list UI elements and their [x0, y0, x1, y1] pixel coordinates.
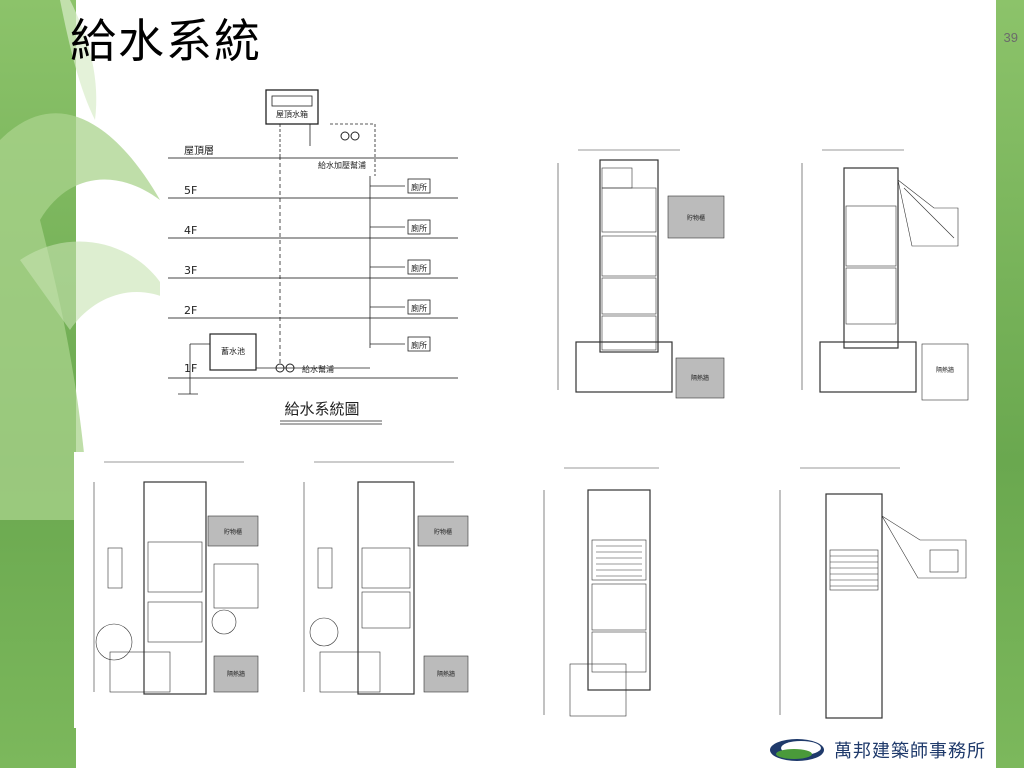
floor-label-4f: 4F [184, 224, 197, 237]
company-name: 萬邦建築師事務所 [834, 741, 986, 762]
floor-plan-bottom-right [770, 460, 970, 722]
toilet-label-2f: 廁所 [411, 303, 427, 313]
floor-plan-top-middle: 貯物櫃 隔熱牆 [540, 128, 730, 404]
plan1-tag-wall: 隔熱牆 [691, 374, 709, 382]
plan3-tag-wall: 隔熱牆 [227, 670, 245, 678]
diagram-caption: 給水系統圖 [284, 400, 359, 418]
toilet-label-5f: 廁所 [411, 182, 427, 192]
supply-pump-label: 給水幫浦 [302, 364, 334, 374]
storage-tank-label: 蓄水池 [221, 346, 245, 356]
logo-mark-icon [770, 739, 824, 761]
right-decorative-band [996, 0, 1024, 768]
floor-label-3f: 3F [184, 264, 197, 277]
plan4-tag-storage: 貯物櫃 [434, 528, 452, 536]
water-supply-riser-diagram: 屋頂水箱 給水加壓幫浦 屋頂層 5F 4F 3F 2F 1F 廁所 廁所 廁所 … [160, 86, 460, 431]
plan4-tag-wall: 隔熱牆 [437, 670, 455, 678]
plan3-tag-storage: 貯物櫃 [224, 528, 242, 536]
floor-label-roof: 屋頂層 [184, 145, 214, 157]
floor-plan-top-right: 隔熱牆 [784, 128, 974, 404]
page-number: 39 [1003, 30, 1018, 45]
toilet-label-1f: 廁所 [411, 340, 427, 350]
toilet-label-3f: 廁所 [411, 263, 427, 273]
roof-tank-box [265, 89, 319, 125]
booster-pump-label: 給水加壓幫浦 [318, 160, 366, 170]
floor-plan-bottom-third [534, 460, 668, 722]
roof-tank-label: 屋頂水箱 [276, 109, 308, 119]
floor-plan-bottom-second: 貯物櫃 隔熱牆 [284, 452, 474, 728]
floor-label-2f: 2F [184, 304, 197, 317]
slide-title: 給水系統 [70, 14, 262, 68]
decorative-swoosh [0, 0, 170, 520]
storage-tank-box [209, 333, 257, 371]
floor-plan-bottom-left: 貯物櫃 隔熱牆 [74, 452, 264, 728]
plan2-tag-wall: 隔熱牆 [936, 366, 954, 374]
floor-label-1f: 1F [184, 362, 197, 375]
toilet-label-4f: 廁所 [411, 223, 427, 233]
company-logo: 萬邦建築師事務所 [768, 734, 1020, 766]
plan1-tag-storage: 貯物櫃 [687, 214, 705, 222]
floor-label-5f: 5F [184, 184, 197, 197]
